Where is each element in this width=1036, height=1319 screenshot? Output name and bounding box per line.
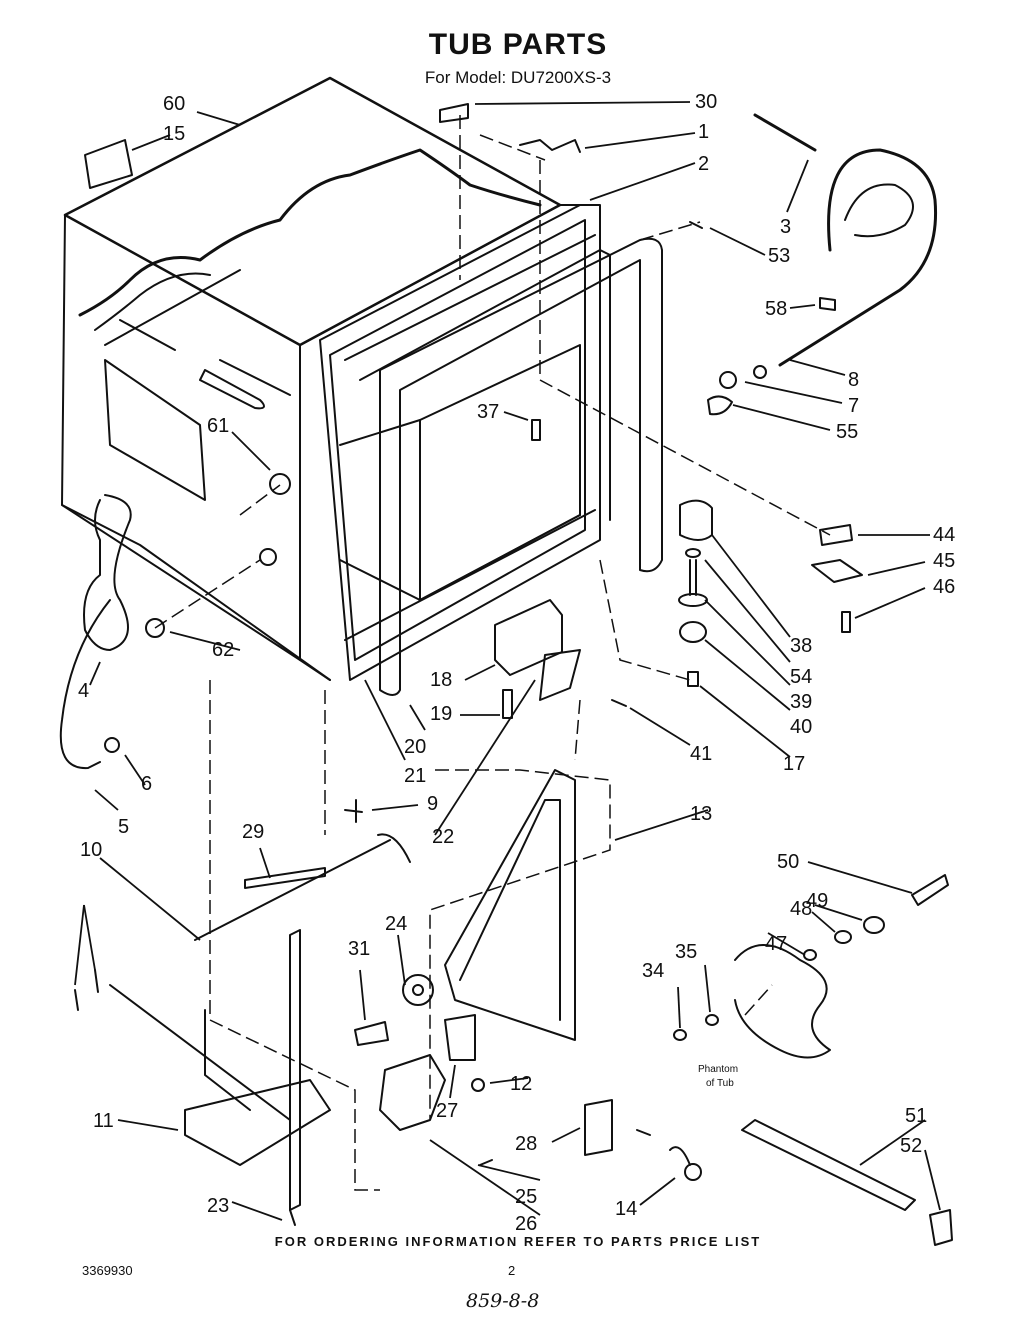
part-callout-4: 4 xyxy=(78,680,89,702)
part-callout-51: 51 xyxy=(905,1105,927,1127)
part-callout-17: 17 xyxy=(783,753,805,775)
center-bracket xyxy=(494,599,627,719)
part-callout-2: 2 xyxy=(698,153,709,175)
part-callout-58: 58 xyxy=(765,298,787,320)
part-callout-13: 13 xyxy=(690,803,712,825)
part-callout-21: 21 xyxy=(404,765,426,787)
phantom-note-line1: Phantom xyxy=(698,1064,738,1075)
part-callout-22: 22 xyxy=(432,826,454,848)
part-callout-30: 30 xyxy=(695,91,717,113)
part-callout-40: 40 xyxy=(790,716,812,738)
part-callout-18: 18 xyxy=(430,669,452,691)
part-callout-48: 48 xyxy=(790,898,812,920)
part-callout-44: 44 xyxy=(933,524,955,546)
handwritten-note: 859-8-8 xyxy=(466,1290,540,1312)
part-callout-54: 54 xyxy=(790,666,812,688)
part-callout-10: 10 xyxy=(80,839,102,861)
part-callout-14: 14 xyxy=(615,1198,637,1220)
part-callout-29: 29 xyxy=(242,821,264,843)
part-callout-9: 9 xyxy=(427,793,438,815)
part-callout-45: 45 xyxy=(933,550,955,572)
part-callout-1: 1 xyxy=(698,121,709,143)
part-callout-12: 12 xyxy=(510,1073,532,1095)
part-callout-61: 61 xyxy=(207,415,229,437)
part-callout-37: 37 xyxy=(477,401,499,423)
ordering-footer: FOR ORDERING INFORMATION REFER TO PARTS … xyxy=(274,1234,762,1249)
part-callout-46: 46 xyxy=(933,576,955,598)
part-callout-6: 6 xyxy=(141,773,152,795)
part-callout-23: 23 xyxy=(207,1195,229,1217)
float-assembly xyxy=(678,499,713,687)
part-callout-52: 52 xyxy=(900,1135,922,1157)
part-callout-49: 49 xyxy=(806,890,828,912)
part-callout-39: 39 xyxy=(790,691,812,713)
tub-body xyxy=(61,76,663,696)
page-title: TUB PARTS xyxy=(428,28,608,61)
part-callout-25: 25 xyxy=(515,1186,537,1208)
part-callout-20: 20 xyxy=(404,736,426,758)
right-parts xyxy=(673,874,953,1246)
part-callout-11: 11 xyxy=(93,1110,114,1132)
part-callout-31: 31 xyxy=(348,938,370,960)
fill-hose xyxy=(59,494,132,770)
part-callout-60: 60 xyxy=(163,93,185,115)
part-callout-7: 7 xyxy=(848,395,859,417)
part-callout-55: 55 xyxy=(836,421,858,443)
part-callout-41: 41 xyxy=(690,743,712,765)
part-callout-5: 5 xyxy=(118,816,129,838)
part-callout-26: 26 xyxy=(515,1213,537,1235)
part-callout-53: 53 xyxy=(768,245,790,267)
phantom-note-line2: of Tub xyxy=(706,1078,734,1089)
part-callout-34: 34 xyxy=(642,960,664,982)
part-callout-19: 19 xyxy=(430,703,452,725)
part-callout-27: 27 xyxy=(436,1100,458,1122)
part-callout-50: 50 xyxy=(777,851,799,873)
part-callout-28: 28 xyxy=(515,1133,537,1155)
part-callout-15: 15 xyxy=(163,123,185,145)
lower-left-parts xyxy=(74,799,411,1226)
part-callout-35: 35 xyxy=(675,941,697,963)
part-callout-24: 24 xyxy=(385,913,407,935)
part-callout-8: 8 xyxy=(848,369,859,391)
part-callout-3: 3 xyxy=(780,216,791,238)
small-parts xyxy=(84,103,863,638)
document-number: 3369930 xyxy=(82,1263,133,1278)
part-callout-62: 62 xyxy=(212,639,234,661)
page-number: 2 xyxy=(508,1263,516,1278)
model-subtitle: For Model: DU7200XS-3 xyxy=(424,68,612,87)
drain-hose xyxy=(753,113,938,379)
part-callout-47: 47 xyxy=(765,933,787,955)
part-callout-38: 38 xyxy=(790,635,812,657)
